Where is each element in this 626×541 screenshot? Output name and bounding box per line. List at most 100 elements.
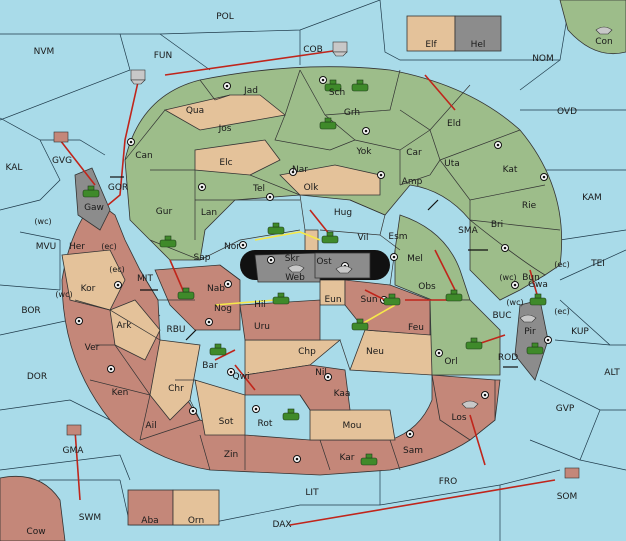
prov-ail: Ail — [145, 421, 156, 431]
prov-skr: Skr — [285, 254, 300, 264]
supply-center-marker — [127, 138, 135, 146]
prov-kor: Kor — [81, 284, 96, 294]
sea-dor: DOR — [27, 372, 47, 382]
coast-wc-bun: (wc) — [499, 273, 516, 282]
prov-bar: Bar — [202, 361, 218, 371]
sea-dax: DAX — [272, 520, 291, 530]
sea-rbu: RBU — [166, 325, 185, 335]
fleet-unit — [335, 265, 353, 274]
army-unit — [272, 292, 290, 305]
supply-center-marker — [293, 455, 301, 463]
prov-rot: Rot — [258, 419, 273, 429]
sea-fun: FUN — [154, 51, 173, 61]
legend-orn: Orn — [188, 516, 204, 526]
prov-lan: Lan — [201, 208, 217, 218]
army-unit — [282, 408, 300, 421]
land-provinces — [61, 66, 563, 476]
sea-con: Con — [595, 37, 613, 47]
prov-nil: Nil — [315, 368, 327, 378]
prov-jos: Jos — [218, 124, 232, 134]
sea-mit: MIT — [137, 274, 153, 284]
sea-labels: POL NVM FUN COB NOM Con OVD KAL GVG GOR … — [6, 12, 621, 537]
prov-los: Los — [451, 413, 466, 423]
prov-vil: Vil — [358, 233, 369, 243]
prov-ost: Ost — [316, 257, 332, 267]
army-unit — [159, 235, 177, 248]
sea-gma: GMA — [63, 446, 85, 456]
prov-jad: Jad — [243, 86, 258, 96]
legend-bottom: Aba Orn — [127, 489, 220, 526]
prov-car: Car — [406, 148, 422, 158]
coast-wc-kor: (wc) — [55, 290, 72, 299]
prov-nor: Nor — [224, 242, 240, 252]
prov-gur: Gur — [156, 207, 173, 217]
sea-mvu: MVU — [36, 242, 57, 252]
army-unit — [351, 79, 369, 92]
province-labels: Jad Sch Qua Jos Grh Eld Can Elc Nar Yok … — [69, 86, 548, 463]
legend-elf: Elf — [425, 40, 437, 50]
prov-obs: Obs — [418, 282, 436, 292]
supply-center-marker — [223, 82, 231, 90]
prov-orl: Orl — [444, 357, 457, 367]
coast-ec-kor: (ec) — [109, 265, 125, 274]
coast-wc-gwa: (wc) — [506, 298, 523, 307]
prov-ver: Ver — [85, 343, 100, 353]
army-unit — [351, 318, 369, 331]
units — [82, 79, 547, 466]
supply-center-marker — [239, 241, 247, 249]
sea-buc: BUC — [492, 311, 511, 321]
prov-neu: Neu — [366, 347, 384, 357]
prov-mel: Mel — [407, 254, 423, 264]
support-orders — [214, 231, 396, 326]
sea-som: SOM — [557, 492, 578, 502]
passage-arrows — [110, 176, 518, 368]
prov-chp: Chp — [298, 347, 316, 357]
prov-amp: Amp — [402, 177, 423, 187]
prov-feu: Feu — [408, 323, 424, 333]
army-unit — [360, 453, 378, 466]
prov-hug: Hug — [334, 208, 352, 218]
prov-chr: Chr — [168, 384, 184, 394]
prov-bun: Bun — [522, 273, 540, 283]
prov-nog: Nog — [214, 304, 232, 314]
fleet-unit — [66, 424, 82, 436]
supply-center-marker — [481, 391, 489, 399]
fleet-unit — [332, 41, 348, 57]
prov-web: Web — [285, 273, 305, 283]
coast-wc-her: (wc) — [34, 217, 51, 226]
prov-esm: Esm — [388, 232, 407, 242]
prov-mou: Mou — [343, 421, 362, 431]
army-unit — [82, 185, 100, 198]
supply-center-marker — [501, 244, 509, 252]
army-unit — [324, 79, 342, 92]
sea-tei: TEI — [590, 259, 605, 269]
prov-pir: Pir — [524, 327, 536, 337]
prov-kat: Kat — [503, 165, 518, 175]
prov-nar: Nar — [292, 165, 308, 175]
supply-centers — [75, 76, 552, 463]
supply-center-marker — [266, 193, 274, 201]
prov-eld: Eld — [447, 119, 461, 129]
supply-center-marker — [205, 318, 213, 326]
supply-center-marker — [377, 171, 385, 179]
prov-kar: Kar — [340, 453, 355, 463]
sea-kam: KAM — [582, 193, 602, 203]
army-unit — [319, 117, 337, 130]
prov-bri: Bri — [491, 220, 503, 230]
supply-center-marker — [540, 173, 548, 181]
prov-yok: Yok — [355, 147, 372, 157]
prov-sot: Sot — [219, 417, 234, 427]
prov-ken: Ken — [112, 388, 129, 398]
army-unit — [445, 289, 463, 302]
army-unit — [177, 287, 195, 300]
sea-cob: COB — [303, 45, 323, 55]
sea-gvg: GVG — [52, 156, 72, 166]
sea-ovd: OVD — [557, 107, 577, 117]
coast-labels: (wc) (ec) (ec) (wc) (wc) (ec) (ec) (wc) — [34, 217, 569, 316]
sea-lit: LIT — [305, 488, 319, 498]
sea-pol: POL — [216, 12, 234, 22]
army-unit — [267, 222, 285, 235]
supply-center-marker — [435, 349, 443, 357]
supply-center-marker — [324, 373, 332, 381]
